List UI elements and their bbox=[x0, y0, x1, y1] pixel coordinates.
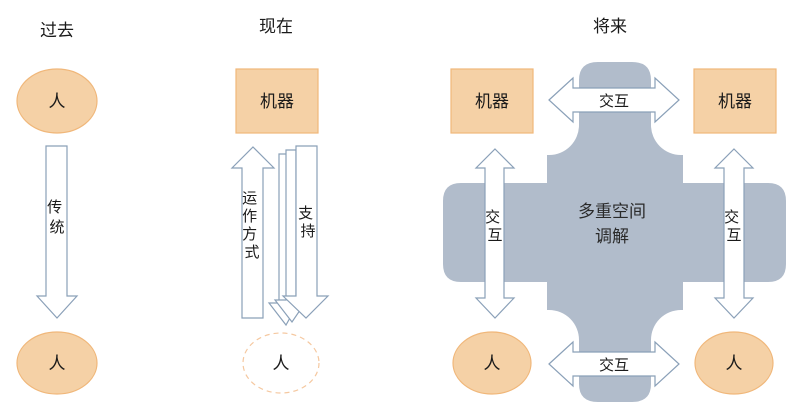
present-up-char-2: 作 bbox=[242, 207, 257, 225]
hub-label-line1: 多重空间 bbox=[578, 202, 646, 222]
future-machine-left bbox=[450, 68, 534, 134]
present-down-char-2: 持 bbox=[300, 222, 315, 240]
present-up-char-3: 方 bbox=[242, 225, 257, 243]
future-left-char-1: 交 bbox=[485, 208, 500, 226]
past-arrow-label: 传 统 bbox=[47, 198, 67, 236]
future-title: 将来 bbox=[593, 17, 627, 37]
present-up-arrow-label: 运 作 方 式 bbox=[242, 189, 262, 261]
future-left-double-arrow bbox=[474, 148, 516, 319]
past-down-arrow bbox=[35, 145, 79, 319]
present-down-arrow bbox=[281, 145, 330, 319]
future-machine-left-label: 机器 bbox=[475, 92, 509, 112]
future-top-double-arrow bbox=[548, 76, 680, 124]
future-right-double-arrow bbox=[713, 148, 755, 319]
future-person-left-label: 人 bbox=[484, 354, 501, 374]
present-up-arrow bbox=[230, 146, 276, 319]
future-top-arrow-label: 交互 bbox=[599, 92, 629, 110]
future-right-char-2: 互 bbox=[726, 226, 741, 244]
present-up-char-4: 式 bbox=[244, 243, 259, 261]
hub-label-line2: 调解 bbox=[595, 227, 629, 247]
present-person-dashed bbox=[242, 332, 320, 394]
past-bottom-person bbox=[16, 331, 98, 395]
panel-present: 现在 机器 运 作 方 式 支 持 人 bbox=[230, 17, 330, 394]
panel-past: 过去 人 传 统 人 bbox=[16, 21, 98, 395]
past-arrow-char-2: 统 bbox=[49, 218, 64, 236]
future-machine-right-label: 机器 bbox=[718, 92, 752, 112]
past-top-person bbox=[16, 68, 98, 134]
panel-future: 将来 多重空间 调解 机器 机器 人 人 交互 交互 交 互 交 互 bbox=[443, 17, 786, 402]
past-bottom-person-label: 人 bbox=[49, 354, 66, 374]
present-down-arrow-label: 支 持 bbox=[298, 204, 318, 240]
past-title: 过去 bbox=[40, 21, 74, 41]
present-person-label: 人 bbox=[273, 354, 290, 374]
present-down-char-1: 支 bbox=[298, 204, 313, 222]
future-left-char-2: 互 bbox=[487, 226, 502, 244]
past-arrow-char-1: 传 bbox=[47, 198, 62, 216]
future-person-right-label: 人 bbox=[726, 354, 743, 374]
present-machine bbox=[235, 68, 319, 134]
future-person-left bbox=[452, 331, 532, 395]
present-title: 现在 bbox=[259, 17, 293, 37]
present-up-char-1: 运 bbox=[242, 189, 257, 207]
future-bottom-arrow-label: 交互 bbox=[599, 356, 629, 374]
future-machine-right bbox=[693, 68, 777, 134]
future-right-char-1: 交 bbox=[724, 208, 739, 226]
future-person-right bbox=[694, 331, 774, 395]
future-bottom-double-arrow bbox=[548, 340, 680, 388]
future-left-arrow-label: 交 互 bbox=[485, 208, 505, 244]
future-right-arrow-label: 交 互 bbox=[724, 208, 744, 244]
past-top-person-label: 人 bbox=[49, 92, 66, 112]
future-hub-shape bbox=[443, 62, 786, 402]
present-machine-label: 机器 bbox=[260, 92, 294, 112]
